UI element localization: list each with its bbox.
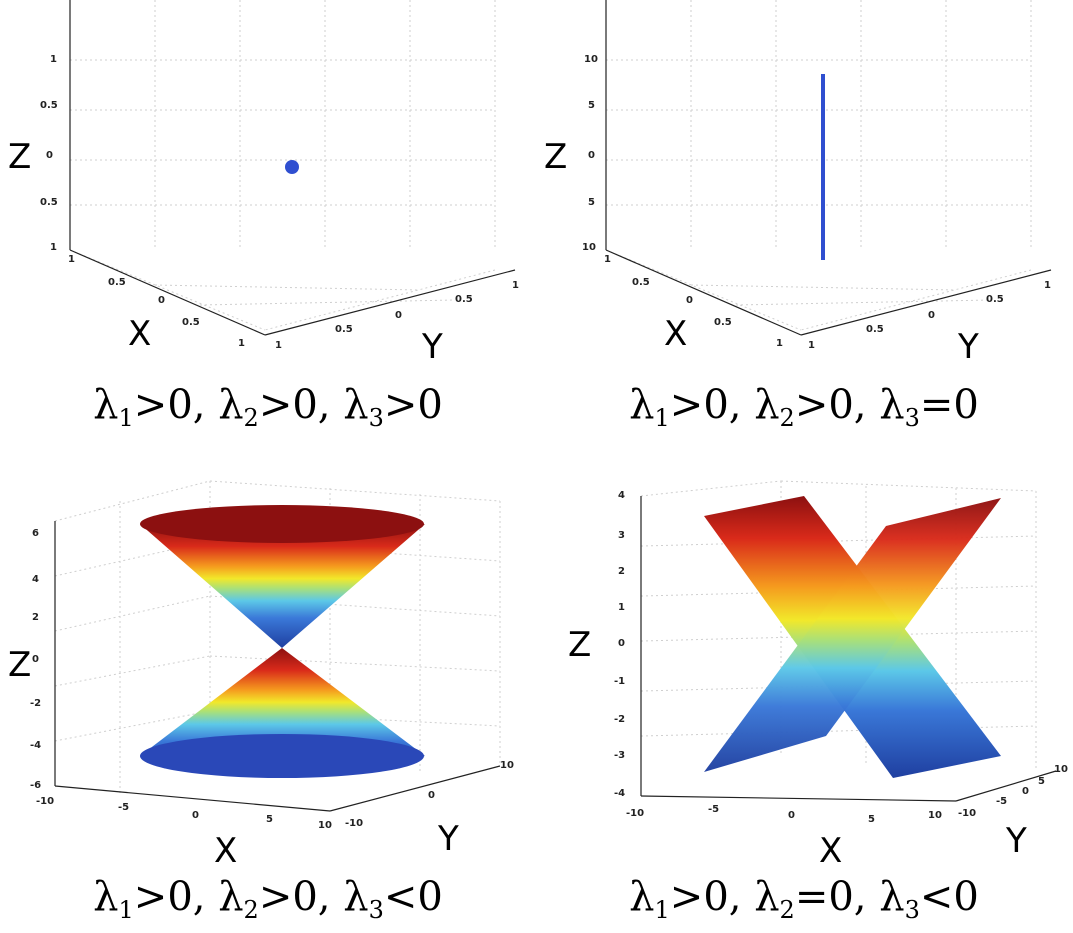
y-tick: 0.5 (866, 324, 884, 335)
z-tick: -3 (614, 750, 625, 761)
x-tick: 1 (776, 338, 783, 349)
caption-point: λ1>0, λ2>0, λ3>0 (93, 382, 443, 432)
z-tick: 5 (588, 197, 595, 208)
x-tick: 0 (686, 295, 693, 306)
x-tick: 5 (868, 814, 875, 825)
plot-cone: 6 4 2 0 -2 -4 -6 -10 -5 0 5 10 -10 0 10 … (8, 480, 514, 871)
y-tick: 10 (500, 760, 514, 771)
upper-cone (140, 524, 425, 648)
z-tick: 4 (618, 490, 625, 501)
x-tick: 5 (266, 814, 273, 825)
z-tick: 0 (32, 654, 39, 665)
origin-point (285, 160, 299, 174)
x-tick: 1 (604, 254, 611, 265)
x-axis-label: X (214, 831, 237, 871)
caption-planes: λ1>0, λ2=0, λ3<0 (629, 874, 979, 924)
z-tick: 0.5 (40, 100, 58, 111)
z-axis-label: Z (8, 137, 31, 177)
z-tick: 1 (50, 54, 57, 65)
y-tick: 0 (1022, 786, 1029, 797)
y-tick: 1 (808, 340, 815, 351)
upper-cone-rim (140, 505, 424, 543)
y-tick: 0 (428, 790, 435, 801)
caption-line: λ1>0, λ2>0, λ3=0 (629, 382, 979, 432)
panel-planes: 4 3 2 1 0 -1 -2 -3 -4 -10 -5 0 5 10 -10 … (536, 466, 1073, 933)
y-tick: 0 (395, 310, 402, 321)
x-axis-label: X (664, 314, 687, 354)
x-tick: 10 (928, 810, 942, 821)
plot-line: 10 5 0 5 10 1 0.5 0 0.5 1 1 0.5 0 0.5 1 … (544, 0, 1052, 367)
x-tick: -10 (626, 808, 644, 819)
y-tick: 1 (512, 280, 519, 291)
panel-point: 1 0.5 0 0.5 1 1 0.5 0 0.5 1 1 0.5 0 0.5 … (0, 0, 536, 466)
z-tick: 2 (32, 612, 39, 623)
lower-cone-base (140, 734, 424, 778)
z-tick: -1 (614, 676, 625, 687)
z-tick: -4 (614, 788, 625, 799)
y-tick: -10 (958, 808, 976, 819)
z-tick: -2 (30, 698, 41, 709)
x-tick: 10 (318, 820, 332, 831)
y-tick: 10 (1054, 764, 1068, 775)
y-tick: 0.5 (455, 294, 473, 305)
x-tick: 0 (788, 810, 795, 821)
z-tick: 1 (50, 242, 57, 253)
x-axis-label: X (128, 314, 151, 354)
y-tick: 0.5 (986, 294, 1004, 305)
x-tick: 0.5 (108, 277, 126, 288)
y-axis-label: Y (1005, 821, 1027, 861)
y-axis-label: Y (957, 327, 979, 367)
y-axis-label: Y (421, 327, 443, 367)
x-tick: -5 (708, 804, 719, 815)
z-tick: 3 (618, 530, 625, 541)
x-tick: 0 (158, 295, 165, 306)
y-tick: 5 (1038, 776, 1045, 787)
z-axis-label: Z (544, 137, 567, 177)
y-tick: 1 (275, 340, 282, 351)
y-tick: -5 (996, 796, 1007, 807)
x-tick: -10 (36, 796, 54, 807)
z-tick: -4 (30, 740, 41, 751)
z-axis-label: Z (8, 645, 31, 685)
x-tick: 1 (238, 338, 245, 349)
z-tick: 0 (46, 150, 53, 161)
panel-cone: 6 4 2 0 -2 -4 -6 -10 -5 0 5 10 -10 0 10 … (0, 466, 536, 933)
y-axis-label: Y (437, 819, 459, 859)
y-tick: 0.5 (335, 324, 353, 335)
x-axis-label: X (819, 831, 842, 871)
z-tick: 10 (582, 242, 596, 253)
x-tick: 1 (68, 254, 75, 265)
caption-cone: λ1>0, λ2>0, λ3<0 (93, 874, 443, 924)
z-tick: 4 (32, 574, 39, 585)
plot-point: 1 0.5 0 0.5 1 1 0.5 0 0.5 1 1 0.5 0 0.5 … (8, 0, 519, 367)
x-tick: -5 (118, 802, 129, 813)
z-tick: 1 (618, 602, 625, 613)
z-tick: 10 (584, 54, 598, 65)
z-tick: 2 (618, 566, 625, 577)
z-tick: -2 (614, 714, 625, 725)
z-tick: 0 (618, 638, 625, 649)
z-tick: 0.5 (40, 197, 58, 208)
z-axis-label: Z (568, 625, 591, 665)
x-tick: 0.5 (182, 317, 200, 328)
y-tick: 0 (928, 310, 935, 321)
z-tick: 6 (32, 528, 39, 539)
z-tick: 0 (588, 150, 595, 161)
z-tick: 5 (588, 100, 595, 111)
panel-line: 10 5 0 5 10 1 0.5 0 0.5 1 1 0.5 0 0.5 1 … (536, 0, 1073, 466)
y-tick: -10 (345, 818, 363, 829)
x-tick: 0.5 (632, 277, 650, 288)
x-tick: 0 (192, 810, 199, 821)
plane-b (704, 498, 1001, 772)
z-tick: -6 (30, 780, 41, 791)
plot-planes: 4 3 2 1 0 -1 -2 -3 -4 -10 -5 0 5 10 -10 … (568, 480, 1068, 871)
x-tick: 0.5 (714, 317, 732, 328)
y-tick: 1 (1044, 280, 1051, 291)
